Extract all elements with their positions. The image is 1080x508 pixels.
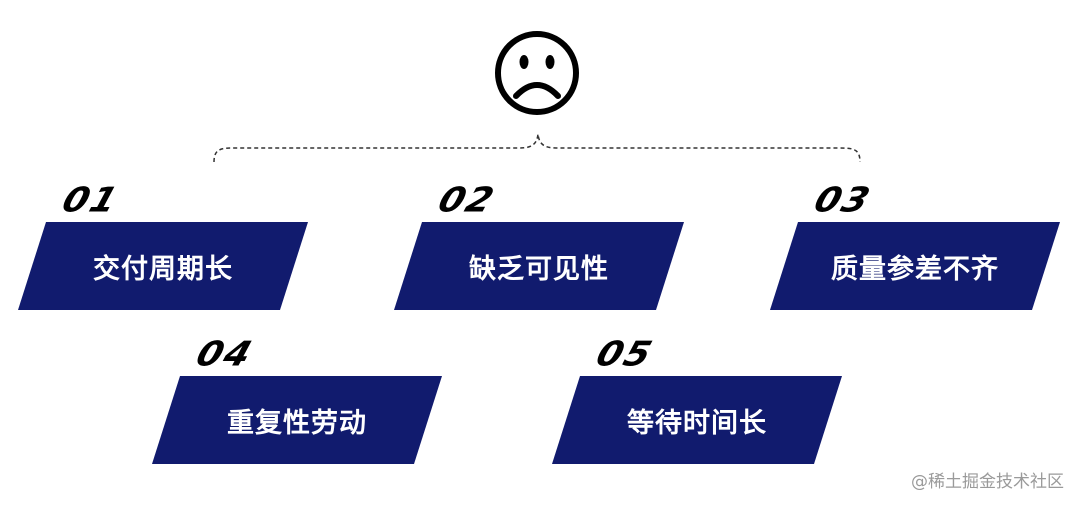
- item-box: 交付周期长: [18, 222, 308, 310]
- item-number: 01: [57, 180, 125, 220]
- watermark: @稀土掘金技术社区: [911, 472, 1064, 492]
- item-box: 重复性劳动: [152, 376, 442, 464]
- item-number: 05: [591, 334, 659, 374]
- item-label: 重复性劳动: [227, 407, 367, 439]
- item-label: 质量参差不齐: [831, 253, 999, 285]
- sad-face-icon: [495, 31, 579, 115]
- item-number: 04: [191, 334, 259, 374]
- item-box: 质量参差不齐: [770, 222, 1060, 310]
- item-label: 交付周期长: [93, 253, 233, 285]
- item-label: 缺乏可见性: [469, 253, 609, 285]
- item-box: 缺乏可见性: [394, 222, 684, 310]
- item-label: 等待时间长: [627, 407, 767, 439]
- item-number: 03: [809, 180, 877, 220]
- item-number: 02: [433, 180, 501, 220]
- item-box: 等待时间长: [552, 376, 842, 464]
